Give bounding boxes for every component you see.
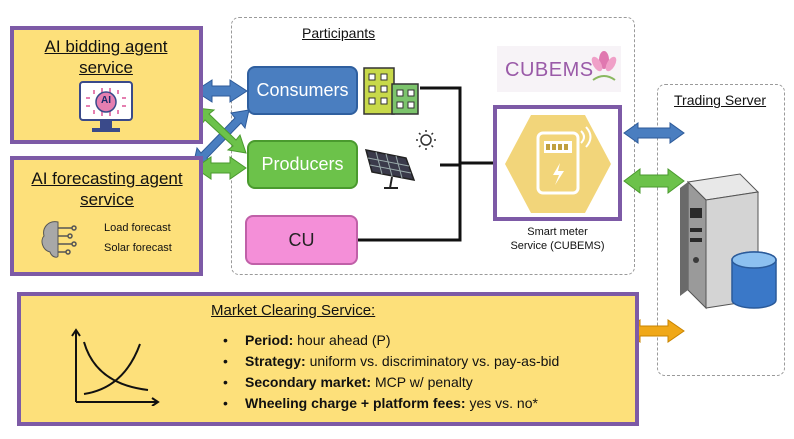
solar-panel-icon xyxy=(362,128,442,190)
mc-item-secondary-market: Secondary market: MCP w/ penalty xyxy=(223,374,635,390)
arrow-meter-server-blue xyxy=(623,122,685,144)
ai-chip-icon: AI xyxy=(76,78,136,138)
mc-item-strategy: Strategy: uniform vs. discriminatory vs.… xyxy=(223,353,635,369)
ai-chip-label: AI xyxy=(101,95,111,106)
lotus-flower-icon xyxy=(589,50,619,86)
participants-frame xyxy=(231,17,635,275)
mc-item-strategy-value: uniform vs. discriminatory vs. pay-as-bi… xyxy=(305,353,560,369)
mc-item-period-value: hour ahead (P) xyxy=(293,332,391,348)
arrow-forecasting-producers xyxy=(194,156,247,180)
server-database-icon xyxy=(664,168,782,318)
supply-demand-curve-icon xyxy=(66,326,162,406)
market-clearing-title: Market Clearing Service: xyxy=(211,302,376,319)
mc-item-wheeling-charge: Wheeling charge + platform fees: yes vs.… xyxy=(223,395,635,411)
buildings-icon xyxy=(362,64,420,116)
consumers-node: Consumers xyxy=(247,66,358,115)
arrow-bidding-producers xyxy=(195,107,247,154)
load-forecast-label: Load forecast xyxy=(104,222,171,234)
participants-title: Participants xyxy=(302,25,376,41)
cubems-logo-text: CUBEMS xyxy=(505,59,594,81)
market-clearing-box: Market Clearing Service: Period: hour ah… xyxy=(17,292,639,426)
arrow-market-server xyxy=(623,319,685,343)
cu-node: CU xyxy=(245,215,358,265)
ai-bidding-agent-box: AI bidding agent service AI xyxy=(10,26,203,144)
market-clearing-list: Period: hour ahead (P) Strategy: uniform… xyxy=(223,332,635,416)
smart-meter-box xyxy=(493,105,622,221)
mc-item-period-key: Period: xyxy=(245,332,294,348)
cubems-logo: CUBEMS xyxy=(497,46,621,92)
mc-item-wheeling-charge-value: yes vs. no* xyxy=(465,395,538,411)
mc-item-wheeling-charge-key: Wheeling charge + platform fees: xyxy=(245,395,466,411)
trading-server-title: Trading Server xyxy=(674,92,767,108)
mc-item-period: Period: hour ahead (P) xyxy=(223,332,635,348)
ai-bidding-title: AI bidding agent service xyxy=(44,37,168,77)
arrow-meter-server-green xyxy=(623,168,685,194)
producers-node: Producers xyxy=(247,140,358,189)
trading-server-frame xyxy=(657,84,785,376)
mc-item-secondary-market-key: Secondary market: xyxy=(245,374,372,390)
smart-meter-label-line2: Service (CUBEMS) xyxy=(510,240,605,252)
brain-circuit-icon xyxy=(38,218,78,260)
solar-forecast-label: Solar forecast xyxy=(104,242,172,254)
smart-meter-icon xyxy=(503,111,613,217)
ai-forecasting-title: AI forecasting agent service xyxy=(31,169,183,209)
mc-item-strategy-key: Strategy: xyxy=(245,353,306,369)
mc-item-secondary-market-value: MCP w/ penalty xyxy=(371,374,473,390)
ai-forecasting-agent-box: AI forecasting agent service Load foreca… xyxy=(10,156,203,276)
wiring xyxy=(358,86,497,242)
smart-meter-label-line1: Smart meter xyxy=(527,226,588,238)
